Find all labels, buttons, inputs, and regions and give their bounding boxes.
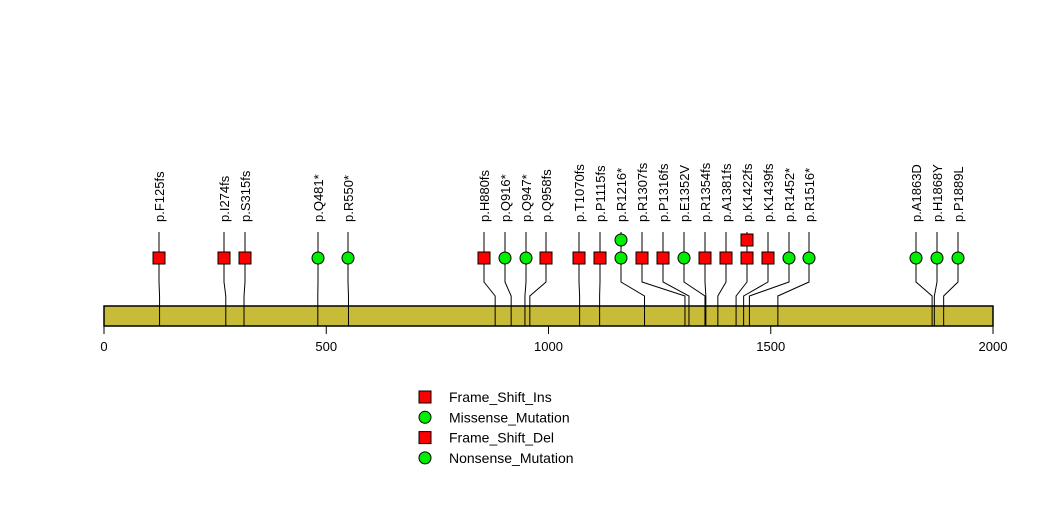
mutation-p-T1070fs: p.T1070fs <box>572 164 587 326</box>
mutation-label: p.R1307fs <box>635 162 650 222</box>
mutation-label: p.R1216* <box>614 168 629 222</box>
x-tick-label: 2000 <box>979 339 1008 354</box>
x-tick-label: 500 <box>315 339 337 354</box>
mutation-label: p.S315fs <box>238 170 253 222</box>
mutation-p-K1422fs: p.K1422fs <box>735 163 755 326</box>
square-marker <box>217 251 231 265</box>
legend-label: Frame_Shift_Del <box>449 430 554 446</box>
square-marker <box>477 251 491 265</box>
mutation-p-R1307fs: p.R1307fs <box>635 162 686 326</box>
legend-square-icon <box>418 390 432 404</box>
square-marker <box>761 251 775 265</box>
protein-bar <box>103 305 994 327</box>
mutation-label: p.A1381fs <box>719 163 734 222</box>
mutation-label: p.R550* <box>341 175 356 222</box>
mutation-p-A1863D: p.A1863D <box>909 164 933 326</box>
mutation-label: p.A1863D <box>909 164 924 222</box>
square-marker <box>698 251 712 265</box>
square-marker <box>238 251 252 265</box>
circle-marker <box>782 251 796 265</box>
mutation-label: p.K1422fs <box>740 163 755 222</box>
mutation-p-K1439fs: p.K1439fs <box>743 163 776 326</box>
circle-marker <box>498 251 512 265</box>
mutation-p-Q947-: p.Q947* <box>519 174 534 326</box>
mutation-label: p.I274fs <box>217 175 232 222</box>
circle-marker <box>341 251 355 265</box>
square-marker <box>740 233 754 247</box>
circle-marker <box>909 251 923 265</box>
mutation-label: p.R1354fs <box>698 162 713 222</box>
x-tick-label: 1000 <box>534 339 563 354</box>
x-tick-label: 1500 <box>756 339 785 354</box>
mutation-p-Q958fs: p.Q958fs <box>529 169 554 326</box>
square-marker <box>593 251 607 265</box>
mutation-p-R1516-: p.R1516* <box>777 168 817 326</box>
mutation-p-H880fs: p.H880fs <box>477 169 496 326</box>
circle-marker <box>951 251 965 265</box>
legend-square-icon <box>418 431 432 445</box>
mutation-p-A1381fs: p.A1381fs <box>717 163 734 326</box>
mutation-label: p.H880fs <box>477 169 492 222</box>
legend: Frame_Shift_InsMissense_MutationFrame_Sh… <box>418 389 574 466</box>
square-marker <box>635 251 649 265</box>
mutation-p-R1452-: p.R1452* <box>748 168 797 326</box>
mutation-label: p.R1452* <box>782 168 797 222</box>
mutation-p-S315fs: p.S315fs <box>238 170 253 326</box>
mutation-label: p.P1889L <box>951 166 966 222</box>
legend-label: Nonsense_Mutation <box>449 450 574 466</box>
circle-marker <box>614 233 628 247</box>
x-tick-label: 0 <box>100 339 107 354</box>
mutation-label: p.Q958fs <box>539 169 554 222</box>
legend-circle-icon <box>418 410 432 424</box>
mutation-p-P1889L: p.P1889L <box>943 166 966 326</box>
square-marker <box>719 251 733 265</box>
square-marker <box>572 251 586 265</box>
mutation-p-Q916-: p.Q916* <box>498 174 513 326</box>
square-marker <box>656 251 670 265</box>
mutation-label: p.P1115fs <box>593 165 608 222</box>
mutation-p-R1354fs: p.R1354fs <box>698 162 713 326</box>
mutation-label: p.K1439fs <box>761 163 776 222</box>
mutation-p-H1868Y: p.H1868Y <box>930 164 945 326</box>
mutation-p-P1316fs: p.P1316fs <box>656 163 690 326</box>
mutation-p-E1352V: p.E1352V <box>677 165 706 326</box>
legend-label: Missense_Mutation <box>449 409 570 425</box>
circle-marker <box>930 251 944 265</box>
mutation-label: p.H1868Y <box>930 164 945 222</box>
square-marker <box>740 251 754 265</box>
square-marker <box>152 251 166 265</box>
square-marker <box>539 251 553 265</box>
legend-label: Frame_Shift_Ins <box>449 389 552 405</box>
circle-marker <box>802 251 816 265</box>
mutation-p-F125fs: p.F125fs <box>152 171 167 326</box>
stem-line <box>158 232 161 326</box>
circle-marker <box>519 251 533 265</box>
mutation-label: p.E1352V <box>677 165 692 222</box>
circle-marker <box>677 251 691 265</box>
mutation-p-I274fs: p.I274fs <box>217 175 232 326</box>
circle-marker <box>614 251 628 265</box>
mutation-p-R550-: p.R550* <box>341 175 356 326</box>
mutation-label: p.Q947* <box>519 174 534 222</box>
mutation-label: p.Q481* <box>311 174 326 222</box>
mutation-label: p.R1516* <box>802 168 817 222</box>
mutation-label: p.Q916* <box>498 174 513 222</box>
mutation-label: p.F125fs <box>152 171 167 222</box>
x-axis: 0 500 1000 1500 2000 <box>100 326 1007 354</box>
circle-marker <box>311 251 325 265</box>
mutation-label: p.T1070fs <box>572 164 587 222</box>
mutation-p-R1216-: p.R1216* <box>614 168 646 326</box>
mutation-p-Q481-: p.Q481* <box>311 174 326 326</box>
mutation-p-P1115fs: p.P1115fs <box>593 165 608 326</box>
mutation-label: p.P1316fs <box>656 163 671 222</box>
legend-circle-icon <box>418 451 432 465</box>
